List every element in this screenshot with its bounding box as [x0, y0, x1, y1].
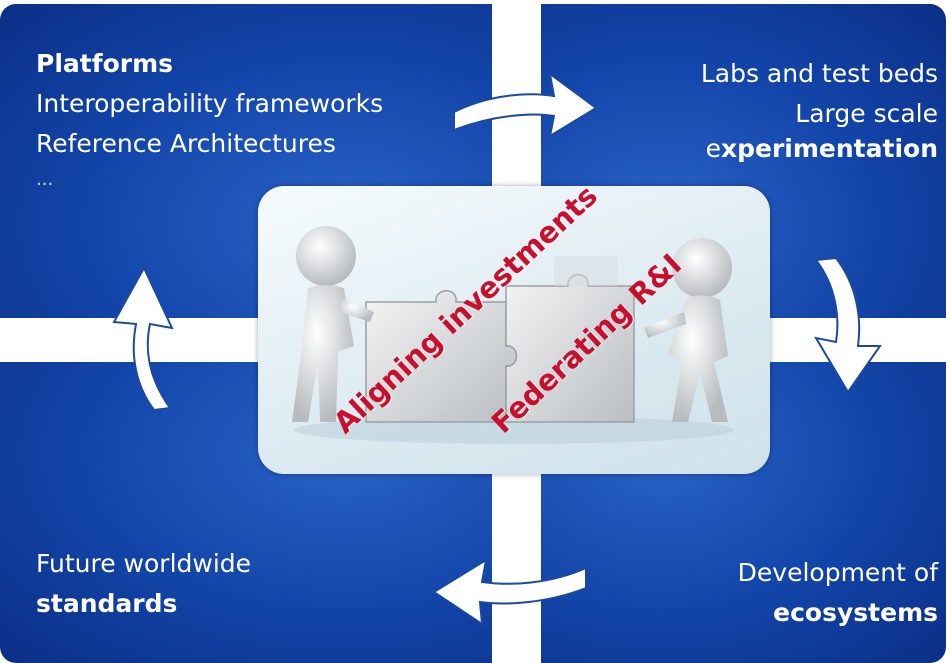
ecosystems-text: ecosystems	[773, 598, 938, 627]
ecosystems-block: Development of ecosystems	[738, 553, 938, 633]
labs-test-beds-text: Labs and test beds	[700, 59, 938, 88]
experimentation-text: experimentation	[701, 134, 938, 164]
platforms-block: Platforms Interoperability frameworks Re…	[36, 44, 383, 190]
center-panel: Aligning investments Federating R&I	[258, 186, 770, 474]
future-worldwide-text: Future worldwide	[36, 549, 252, 578]
arrow-up-icon	[112, 265, 174, 412]
arrow-left-icon	[432, 557, 587, 626]
labs-block: Labs and test beds Large scale experimen…	[701, 54, 938, 164]
ellipsis-text: ...	[36, 169, 54, 190]
standards-text: standards	[36, 589, 178, 618]
development-of-text: Development of	[737, 558, 938, 587]
reference-architectures-text: Reference Architectures	[36, 129, 336, 158]
arrow-right-icon	[453, 71, 598, 139]
platforms-title: Platforms	[36, 49, 174, 78]
experimentation-bold: xperimentation	[721, 134, 938, 163]
interoperability-frameworks-text: Interoperability frameworks	[36, 89, 384, 118]
standards-block: Future worldwide standards	[36, 544, 251, 624]
large-scale-text: Large scale	[795, 99, 938, 128]
arrow-down-icon	[813, 256, 882, 394]
experimentation-prefix: e	[705, 134, 721, 163]
puzzle-figures-image	[292, 226, 734, 444]
